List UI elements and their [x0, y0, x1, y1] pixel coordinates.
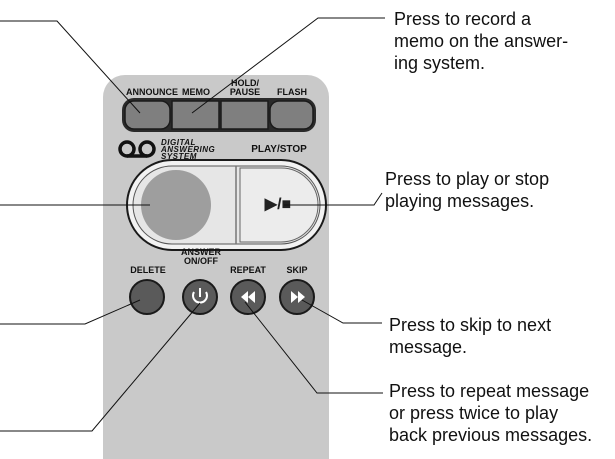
callout-play-stop: Press to play or stop playing messages.: [385, 169, 550, 211]
callout-skip: Press to skip to next message.: [389, 315, 552, 357]
callout-repeat: Press to repeat message or press twice t…: [389, 381, 593, 445]
power-icon: [192, 291, 208, 304]
play-stop-label: PLAY/STOP: [251, 144, 307, 155]
base-panel: [103, 75, 329, 459]
leader-memo: [191, 17, 385, 114]
leader-play-stop: [284, 192, 383, 206]
skip-label: SKIP: [286, 265, 308, 275]
leader-skip: [301, 299, 382, 324]
fast-forward-icon-2: [298, 291, 305, 303]
leader-answer: [0, 302, 201, 432]
repeat-label: REPEAT: [230, 265, 266, 275]
hold-pause-button[interactable]: [220, 100, 269, 130]
record-indicator-circle: [141, 170, 211, 240]
flash-label: FLASH: [277, 87, 307, 97]
flash-button[interactable]: [269, 100, 314, 130]
announce-label: ANNOUNCE: [126, 87, 179, 97]
fast-forward-icon: [291, 291, 298, 303]
leader-delete: [0, 299, 141, 325]
leader-repeat: [244, 301, 383, 394]
play-stop-symbol: ▶/■: [264, 196, 292, 213]
answer-onoff-label: ANSWER ON/OFF: [181, 247, 221, 266]
leader-announce: [0, 20, 141, 114]
rewind-icon: [241, 291, 248, 303]
delete-label: DELETE: [130, 265, 166, 275]
digital-answering-system-logo: DIGITAL ANSWERING SYSTEM: [161, 138, 216, 161]
hold-pause-label: HOLD/ PAUSE: [229, 78, 261, 97]
callout-memo: Press to record a memo on the answer- in…: [394, 9, 569, 73]
delete-button[interactable]: [129, 279, 165, 315]
rewind-icon-2: [248, 291, 255, 303]
voicemail-icon: [118, 140, 156, 158]
play-stop-button[interactable]: [239, 167, 319, 243]
memo-label: MEMO: [182, 87, 210, 97]
memo-button[interactable]: [171, 100, 220, 130]
announce-button[interactable]: [124, 100, 171, 130]
